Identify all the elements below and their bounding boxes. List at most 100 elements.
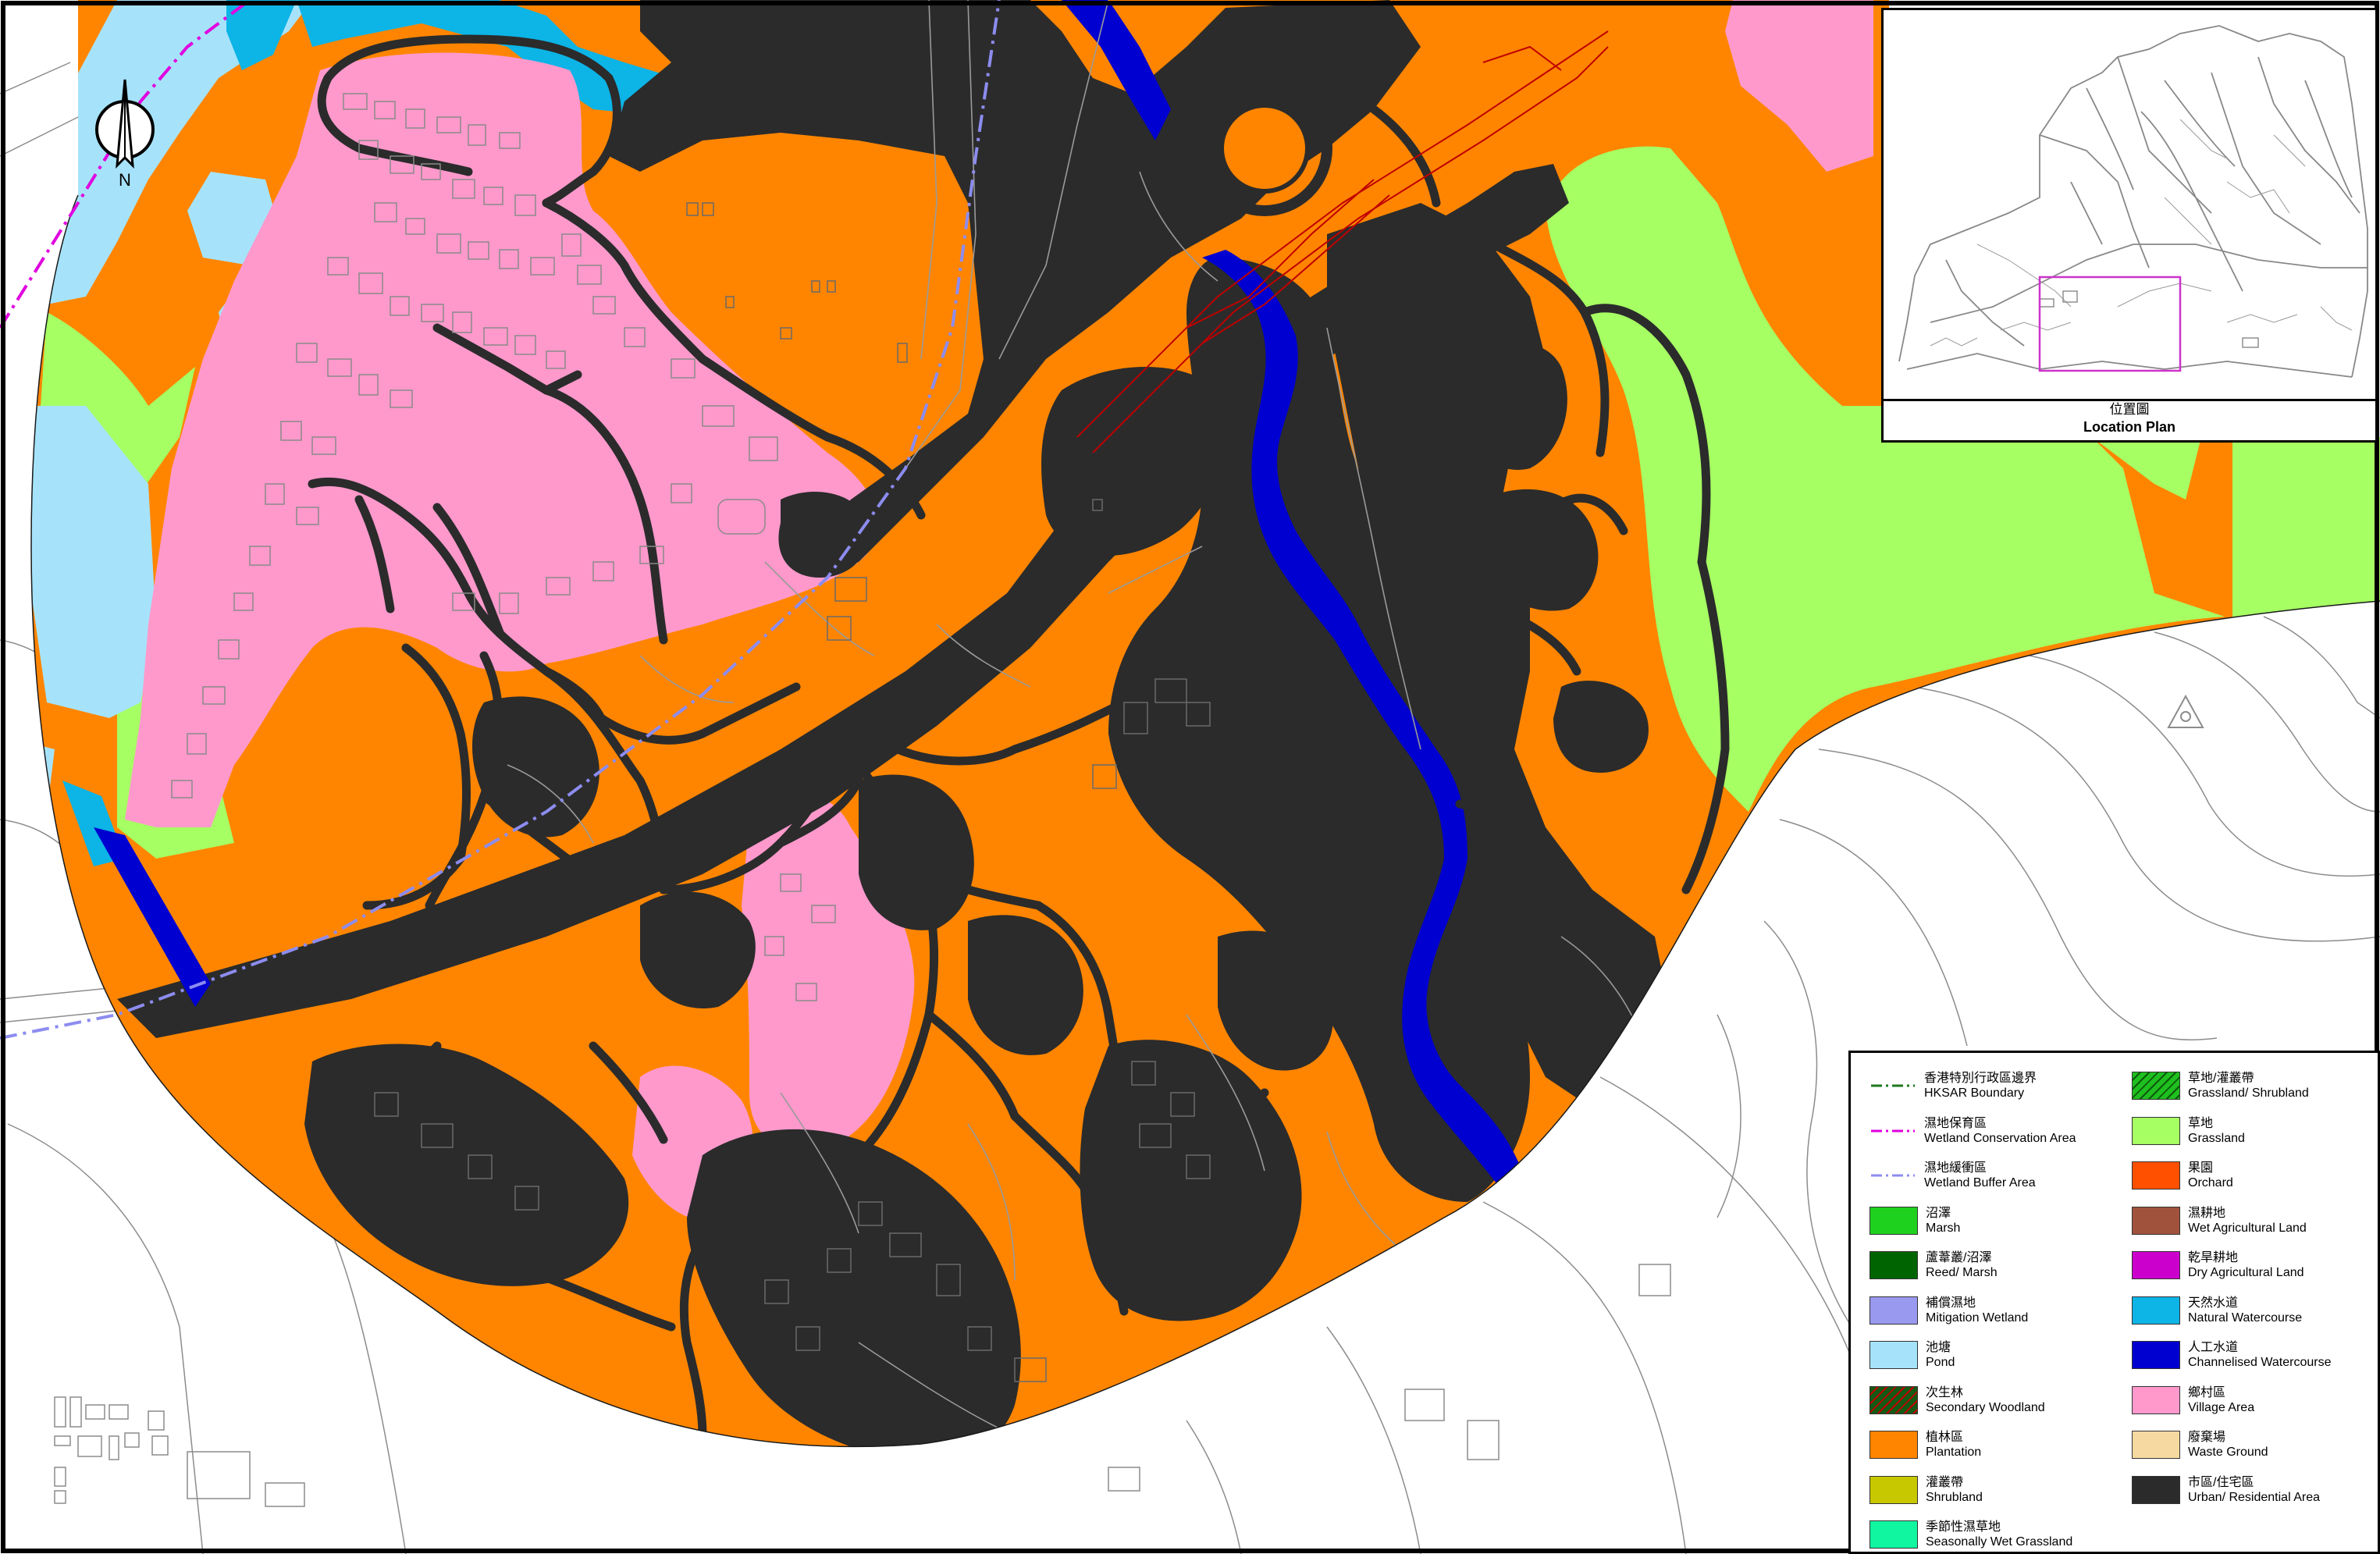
legend-label: 人工水道 Channelised Watercourse: [2188, 1340, 2332, 1370]
legend-swatch: [2132, 1072, 2180, 1100]
legend-label-zh: 乾旱耕地: [2188, 1251, 2239, 1264]
legend-swatch: [2132, 1475, 2180, 1504]
legend-label-zh: 廢棄場: [2188, 1431, 2226, 1444]
legend-label: 廢棄場 Waste Ground: [2188, 1430, 2268, 1460]
legend-label-zh: 濕耕地: [2188, 1206, 2226, 1220]
legend-label: 蘆葦叢/沼澤 Reed/ Marsh: [1926, 1250, 1998, 1280]
legend-label-zh: 補償濕地: [1926, 1296, 1976, 1310]
legend-item: 蘆葦叢/沼澤 Reed/ Marsh: [1869, 1246, 1998, 1284]
location-plan-caption: 位置圖 Location Plan: [1884, 399, 2375, 440]
legend-label-en: Grassland: [2188, 1131, 2245, 1145]
legend-label-zh: 香港特別行政區邊界: [1924, 1072, 2037, 1085]
legend-label-en: Pond: [1926, 1356, 1955, 1369]
legend-label-zh: 人工水道: [2188, 1341, 2239, 1354]
village-areas: [125, 0, 1873, 1222]
legend-label-en: Channelised Watercourse: [2188, 1356, 2332, 1369]
legend-label-zh: 草地: [2188, 1116, 2214, 1130]
legend-swatch: [2132, 1251, 2180, 1279]
building-outlines: [171, 93, 836, 1001]
study-area-boundary: [30, 194, 2380, 1448]
legend-swatch: [1869, 1341, 1918, 1369]
channelised-watercourses: [94, 0, 1522, 1186]
legend-swatch: [1869, 1431, 1918, 1459]
legend-label-en: Reed/ Marsh: [1926, 1266, 1998, 1279]
legend-label-zh: 植林區: [1926, 1431, 1964, 1444]
location-highlight-box: [2038, 276, 2182, 372]
legend-swatch: [2132, 1385, 2180, 1414]
legend-label-en: Shrubland: [1926, 1490, 1983, 1504]
legend-label-zh: 灌叢帶: [1926, 1475, 1964, 1489]
location-plan-map: [1898, 25, 2368, 378]
legend-label-zh: 草地/灌叢帶: [2188, 1072, 2254, 1085]
legend-swatch: [1871, 1084, 1915, 1087]
urban-building-outlines: [374, 202, 1211, 1382]
legend-label-zh: 濕地緩衝區: [1924, 1161, 1987, 1175]
legend-label-en: Grassland/ Shrubland: [2188, 1086, 2309, 1100]
legend-label-en: Wet Agricultural Land: [2188, 1221, 2307, 1235]
legend-label-zh: 次生林: [1926, 1385, 1964, 1399]
trig-station-icon: [2167, 694, 2204, 728]
location-plan-title-en: Location Plan: [2083, 419, 2175, 435]
legend-label-zh: 天然水道: [2188, 1296, 2239, 1310]
legend-swatch: [1869, 1475, 1918, 1504]
north-label: N: [119, 170, 131, 190]
legend-label-en: Village Area: [2188, 1400, 2255, 1414]
legend-label-zh: 沼澤: [1926, 1206, 1951, 1220]
location-plan-panel: 位置圖 Location Plan: [1881, 8, 2378, 443]
legend-label-zh: 鄉村區: [2188, 1385, 2226, 1399]
legend-label-zh: 蘆葦叢/沼澤: [1926, 1251, 1992, 1264]
legend-swatch: [1869, 1296, 1918, 1325]
wetland-buffer-line: [0, 0, 1001, 1040]
legend-swatch: [2132, 1116, 2180, 1145]
grey-road-lines: [507, 0, 1656, 1429]
legend-label-en: Seasonally Wet Grassland: [1926, 1535, 2073, 1549]
legend-label-zh: 季節性濕草地: [1926, 1520, 2001, 1534]
legend-label-en: Wetland Buffer Area: [1924, 1176, 2036, 1190]
motorway-interchange: [1076, 30, 1609, 453]
legend-swatch: [1871, 1174, 1915, 1177]
legend-swatch: [2132, 1431, 2180, 1459]
legend-swatch: [1871, 1129, 1915, 1132]
legend-label-en: Mitigation Wetland: [1926, 1310, 2029, 1325]
wetland-conservation-line: [0, 0, 251, 329]
legend-label-en: Secondary Woodland: [1926, 1400, 2045, 1414]
legend-swatch: [2132, 1296, 2180, 1325]
legend-label-en: Marsh: [1926, 1221, 1961, 1235]
legend-label-zh: 濕地保育區: [1924, 1116, 1987, 1130]
legend-swatch: [1869, 1385, 1918, 1414]
legend-label-en: Waste Ground: [2188, 1446, 2268, 1459]
legend-swatch: [2132, 1341, 2180, 1369]
legend-label-zh: 市區/住宅區: [2188, 1475, 2254, 1489]
legend-label-en: Orchard: [2188, 1176, 2233, 1190]
